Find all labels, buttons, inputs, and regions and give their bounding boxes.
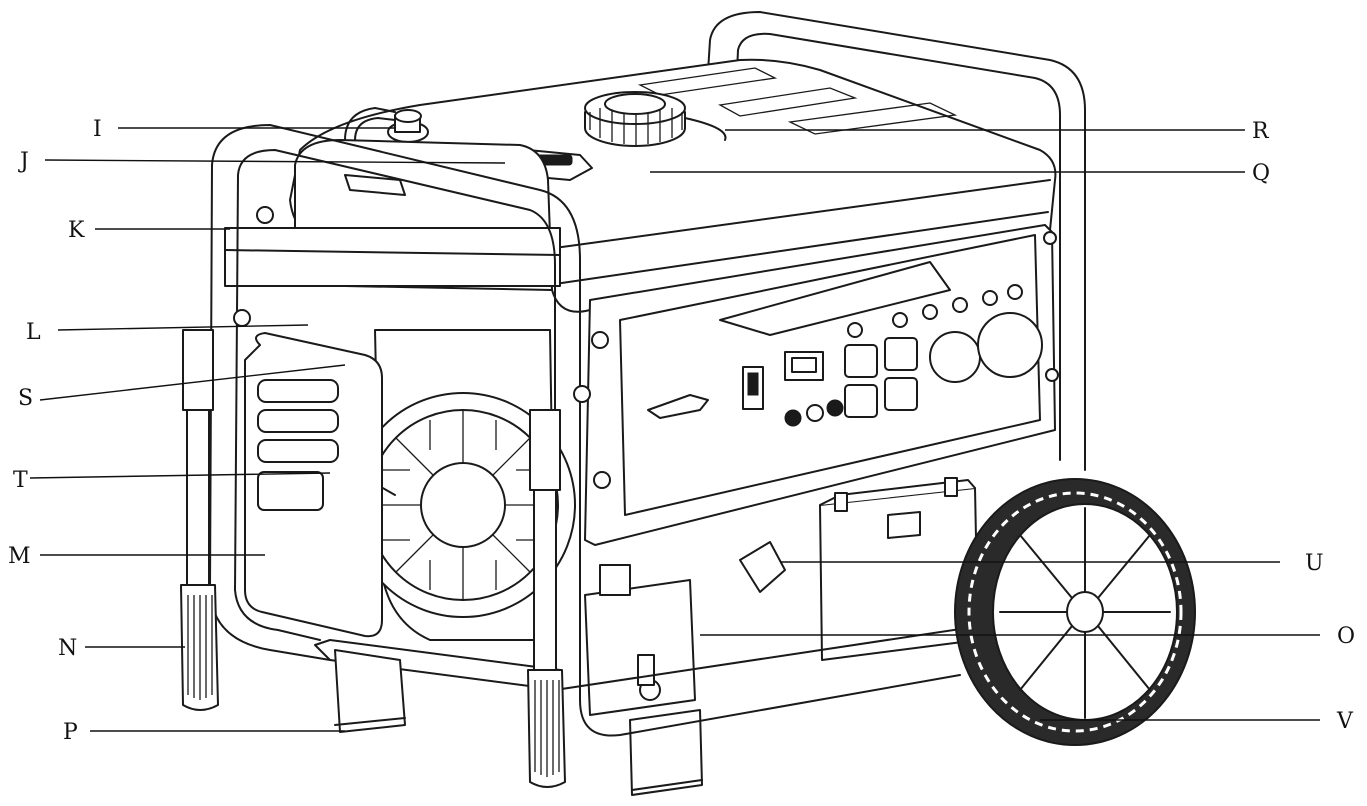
label-o: O	[1337, 624, 1355, 649]
label-i: I	[93, 117, 102, 142]
control-panel	[584, 224, 1059, 546]
part-labels: I J K L S T M N P R Q U O V	[8, 117, 1355, 745]
leader-line-j	[44, 159, 506, 164]
label-r: R	[1252, 119, 1270, 144]
label-j: J	[18, 149, 29, 174]
left-handle	[180, 329, 219, 711]
leader-line-t	[29, 472, 331, 479]
label-m: M	[8, 544, 31, 569]
rear-frame	[704, 11, 1086, 471]
battery-box	[819, 477, 979, 661]
front-frame	[209, 124, 961, 737]
label-p: P	[63, 720, 78, 745]
label-n: N	[58, 636, 77, 661]
label-t: T	[13, 468, 28, 493]
label-k: K	[68, 218, 85, 243]
leader-lines	[29, 127, 1320, 732]
label-q: Q	[1252, 161, 1270, 186]
label-s: S	[18, 386, 33, 411]
label-u: U	[1305, 551, 1324, 576]
leader-line-s	[39, 364, 346, 401]
carburetor	[584, 541, 786, 716]
label-v: V	[1336, 709, 1354, 734]
wheel	[954, 478, 1196, 746]
right-handle	[527, 409, 566, 788]
leader-line-l	[57, 324, 309, 331]
label-l: L	[26, 320, 41, 345]
air-filter-cover	[244, 332, 383, 638]
base-frame	[314, 619, 1021, 796]
